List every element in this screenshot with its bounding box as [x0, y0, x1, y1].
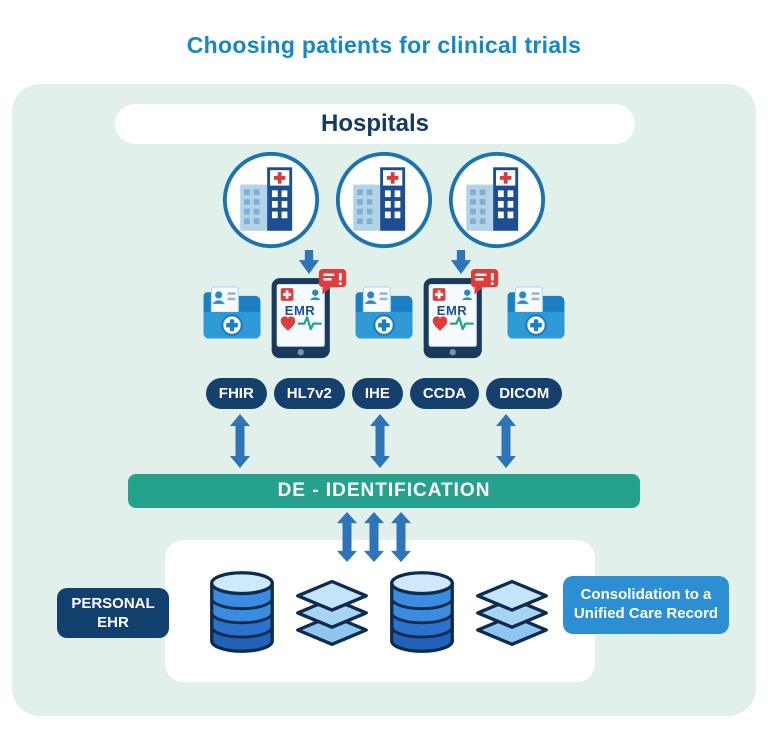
hospital-icons-row	[12, 150, 756, 250]
personal-ehr-badge: PERSONAL EHR	[57, 588, 169, 638]
data-layers-icon	[291, 572, 373, 650]
standards-row: FHIR HL7v2 IHE CCDA DICOM	[12, 378, 756, 409]
standard-pill-dicom: DICOM	[486, 378, 563, 409]
emr-tablet-icon: EMR	[268, 269, 348, 360]
double-arrow-icon	[391, 512, 411, 562]
unified-record-box	[165, 540, 595, 682]
deidentification-label: DE - IDENTIFICATION	[277, 480, 491, 501]
patient-folder-icon	[504, 285, 568, 344]
deidentification-banner: DE - IDENTIFICATION	[128, 474, 640, 508]
double-arrow-icon	[364, 512, 384, 562]
hospital-icon	[447, 150, 547, 250]
emr-tablet-icon: EMR	[420, 269, 500, 360]
page-title: Choosing patients for clinical trials	[186, 32, 582, 58]
database-cylinder-icon	[387, 568, 457, 655]
consolidation-badge: Consolidation to a Unified Care Record	[563, 576, 729, 634]
double-arrow-icon	[337, 512, 357, 562]
diagram-panel: Hospitals EMR EMR FHIR HL7v2 IHE CCDA DI…	[12, 84, 756, 716]
hospital-icon	[334, 150, 434, 250]
standard-pill-hl7v2: HL7v2	[273, 378, 345, 409]
patient-folder-icon	[352, 285, 416, 344]
standard-pill-fhir: FHIR	[205, 378, 267, 409]
hospital-icon	[221, 150, 321, 250]
double-arrow-icon	[230, 414, 250, 468]
emr-label: EMR	[436, 302, 468, 318]
consolidation-label: Consolidation to a Unified Care Record	[573, 586, 719, 622]
data-layers-icon	[471, 572, 553, 650]
standard-pill-ccda: CCDA	[409, 378, 480, 409]
double-arrow-icon	[496, 414, 516, 468]
database-cylinder-icon	[207, 568, 277, 655]
patient-folder-icon	[200, 285, 264, 344]
emr-label: EMR	[284, 302, 316, 318]
personal-ehr-label: PERSONAL EHR	[71, 594, 155, 632]
hospitals-header: Hospitals	[115, 104, 635, 144]
standard-pill-ihe: IHE	[351, 378, 403, 409]
double-arrow-icon	[370, 414, 390, 468]
medical-records-row: EMR EMR	[12, 268, 756, 360]
hospitals-label: Hospitals	[320, 110, 430, 137]
